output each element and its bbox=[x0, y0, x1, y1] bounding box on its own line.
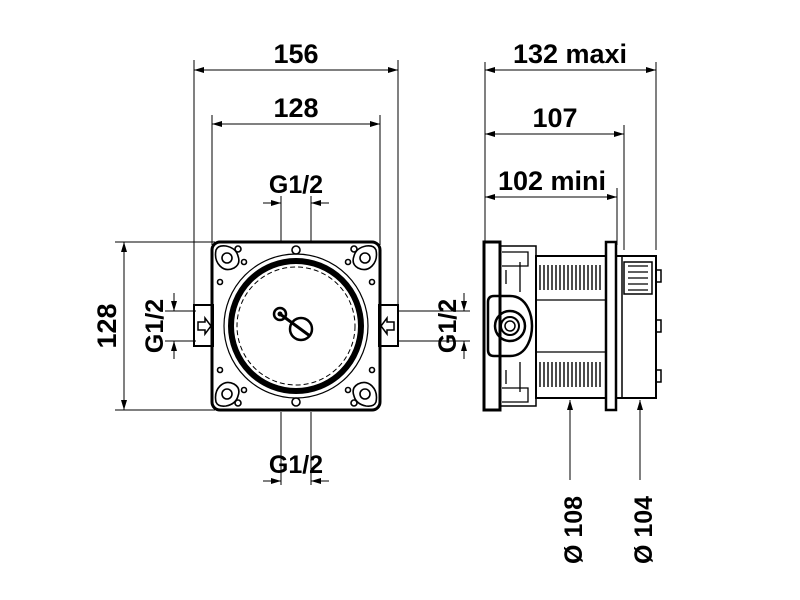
front-view: 156 128 128 G1/2 G1/2 bbox=[92, 39, 470, 485]
corner-lugs bbox=[214, 245, 378, 407]
dimension-width-inner: 128 bbox=[212, 93, 380, 127]
thread-bottom bbox=[539, 362, 601, 387]
thread-top bbox=[539, 265, 601, 290]
connection-label-left: G1/2 bbox=[141, 299, 169, 353]
front-extension-lines bbox=[115, 60, 399, 411]
valve-icon bbox=[272, 306, 314, 342]
dimension-label-diameter-front: Ø 108 bbox=[560, 496, 588, 564]
front-body bbox=[193, 240, 399, 412]
connection-label-bottom: G1/2 bbox=[269, 451, 323, 479]
side-extension-lines bbox=[484, 62, 657, 250]
dimension-diameter-front: Ø 108 bbox=[560, 400, 588, 564]
connection-right: G1/2 bbox=[398, 293, 470, 359]
dimension-label-depth-max: 132 maxi bbox=[513, 39, 627, 69]
dimension-width-outer: 156 bbox=[194, 39, 398, 73]
connection-label-right: G1/2 bbox=[434, 299, 462, 353]
dimension-label-depth-nominal: 107 bbox=[532, 103, 577, 133]
dimension-label-width-inner: 128 bbox=[273, 93, 318, 123]
dimension-depth-max: 132 maxi bbox=[485, 39, 656, 73]
dimension-label-width-outer: 156 bbox=[273, 39, 318, 69]
dimension-label-diameter-rear: Ø 104 bbox=[630, 496, 658, 564]
dimension-depth-min: 102 mini bbox=[485, 166, 617, 200]
dimension-label-height: 128 bbox=[92, 303, 122, 348]
dimension-height: 128 bbox=[92, 242, 127, 410]
connection-label-top: G1/2 bbox=[269, 171, 323, 199]
dimension-depth-nominal: 107 bbox=[485, 103, 624, 137]
dimension-diameter-rear: Ø 104 bbox=[630, 400, 658, 564]
dimension-label-depth-min: 102 mini bbox=[498, 166, 606, 196]
connection-bottom: G1/2 bbox=[263, 412, 329, 485]
side-view: 132 maxi 107 102 mini bbox=[482, 39, 662, 564]
side-connection-nut-icon bbox=[486, 294, 534, 358]
connection-left: G1/2 bbox=[141, 293, 196, 359]
side-body bbox=[482, 240, 662, 412]
connection-top: G1/2 bbox=[263, 171, 329, 242]
